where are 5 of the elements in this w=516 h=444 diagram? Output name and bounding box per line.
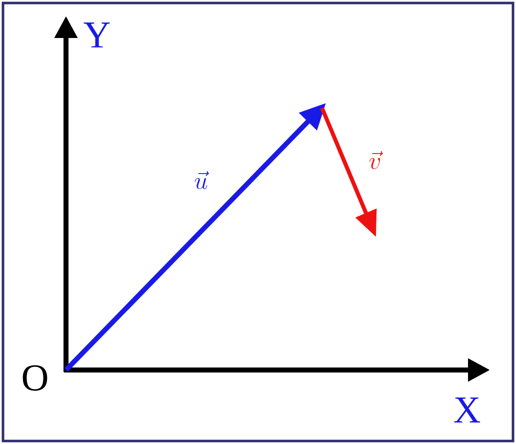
axis-label: X — [454, 398, 480, 422]
axis-label: Y — [84, 22, 110, 48]
vector-label: $\vec{v}$ — [369, 151, 383, 170]
origin-label: O — [22, 365, 48, 391]
vector-label: $\vec{u}$ — [194, 171, 209, 190]
